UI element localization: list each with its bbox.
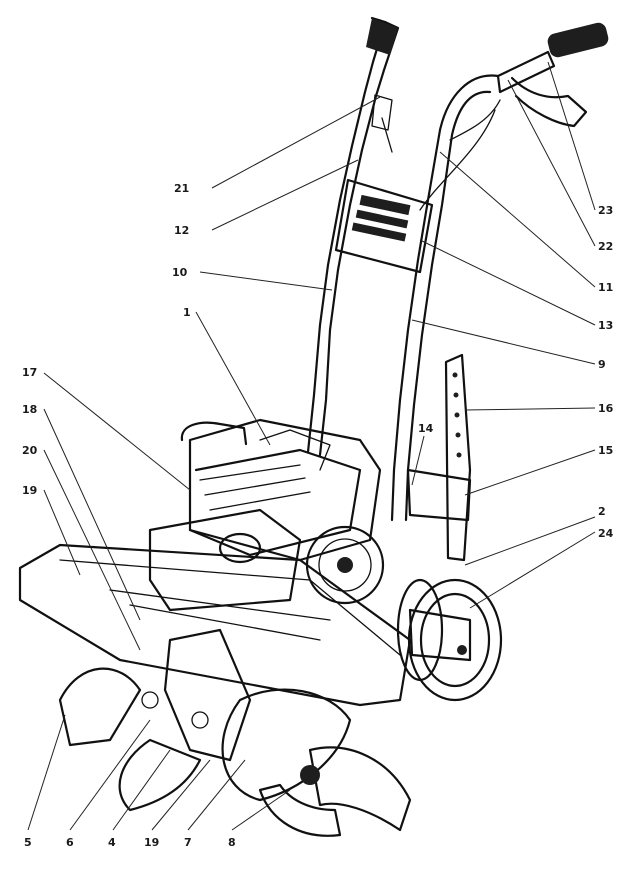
callout-4: 4	[108, 836, 116, 849]
engine	[148, 418, 385, 612]
leader-2	[464, 516, 596, 566]
callout-14: 14	[418, 422, 434, 435]
leader-11	[439, 151, 596, 288]
callout-16: 16	[598, 402, 614, 415]
callout-22: 22	[598, 240, 613, 253]
tine-shield	[18, 543, 412, 707]
leader-4	[112, 749, 171, 831]
callout-20: 20	[22, 444, 38, 457]
leader-6	[69, 719, 151, 831]
left-handlebar	[306, 16, 400, 457]
leader-14	[411, 435, 425, 486]
handle-cross-brace	[334, 178, 434, 274]
leader-19-bottom	[151, 759, 211, 831]
callout-24: 24	[598, 527, 614, 540]
leader-16	[464, 407, 596, 411]
leader-10	[199, 271, 333, 291]
leader-21	[211, 96, 381, 189]
leader-18	[43, 408, 141, 621]
leader-lines	[27, 61, 596, 831]
callout-23: 23	[598, 204, 613, 217]
callout-7: 7	[184, 836, 192, 849]
transmission-and-tines	[58, 628, 412, 837]
leader-12	[211, 159, 359, 231]
transport-wheel	[396, 578, 503, 702]
leader-17	[43, 372, 191, 491]
right-handlebar	[390, 22, 609, 522]
leader-1	[195, 311, 271, 446]
callout-17: 17	[22, 366, 37, 379]
leader-24	[469, 531, 596, 609]
callout-6: 6	[66, 836, 74, 849]
leader-9	[411, 319, 596, 365]
callout-2: 2	[598, 505, 606, 518]
tiller-illustration	[18, 16, 609, 837]
callout-8: 8	[228, 836, 236, 849]
leader-13	[419, 239, 596, 326]
depth-stake	[406, 353, 472, 562]
callout-19: 19	[22, 484, 37, 497]
callout-18: 18	[22, 403, 37, 416]
leader-8	[231, 789, 291, 831]
leader-20	[43, 449, 141, 651]
callout-11: 11	[598, 281, 613, 294]
leader-15	[464, 449, 596, 496]
leader-5	[27, 714, 66, 831]
callout-10: 10	[172, 266, 188, 279]
callout-15: 15	[598, 444, 613, 457]
callout-labels: 21 12 10 1 17 18 20 19 23 22 11 13 9 16 …	[22, 182, 614, 849]
callout-1: 1	[183, 306, 191, 319]
leader-19-top	[43, 489, 81, 576]
callout-9: 9	[598, 358, 606, 371]
callout-13: 13	[598, 319, 613, 332]
callout-5: 5	[24, 836, 32, 849]
leader-22	[507, 79, 596, 247]
callout-12: 12	[174, 224, 189, 237]
leader-23	[547, 61, 596, 211]
callout-21: 21	[174, 182, 189, 195]
callout-19-bottom: 19	[144, 836, 159, 849]
leader-7	[187, 759, 246, 831]
